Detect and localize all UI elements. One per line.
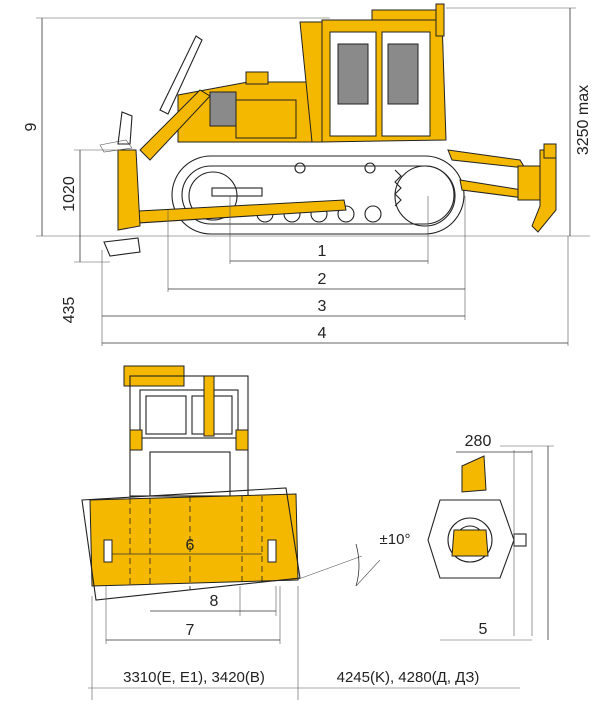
ripper-detail-view [427, 445, 554, 641]
length-label-4: 4 [318, 325, 327, 342]
cab-roof [371, 9, 445, 21]
blade-raised [117, 149, 141, 231]
push-arm [119, 199, 347, 225]
engine-hood [177, 71, 323, 143]
track-gauge-label: 8 [210, 593, 219, 610]
exhaust-pipe [435, 3, 445, 37]
length-label-2: 2 [318, 271, 327, 288]
front-view: 6 8 7 ±10° [81, 365, 411, 700]
ripper-offset-label: 280 [465, 433, 492, 450]
cab [299, 3, 447, 143]
radiator-grille [209, 91, 237, 127]
front-exhaust [203, 375, 215, 437]
cab-height-label: 3250 max [575, 85, 592, 155]
air-intake [245, 71, 269, 85]
height-label: 9 [23, 122, 40, 131]
blade-drop-label: 435 [61, 297, 78, 324]
blade-lowered [103, 237, 141, 257]
front-grille [149, 451, 231, 497]
length-label-1: 1 [318, 243, 327, 260]
rear-ripper [447, 143, 557, 233]
blade-tilted-outline [81, 487, 301, 601]
lift-cylinder [139, 89, 211, 161]
blade-top-edge [117, 111, 133, 145]
footer-width-right: 4245(K), 4280(Д, ДЗ) [337, 669, 480, 686]
rops-post [299, 21, 323, 143]
side-dimension-lines [36, 7, 576, 346]
track-assembly [171, 155, 465, 235]
blade-lift-label: 1020 [61, 176, 78, 212]
front-dimension-lines [91, 543, 381, 700]
length-label-3: 3 [318, 298, 327, 315]
ripper-depth-label: 5 [479, 621, 488, 638]
side-view: 9 1020 435 3250 max 1 2 3 4 [23, 3, 592, 346]
blade-width-label: 6 [186, 537, 195, 554]
front-cab [123, 365, 249, 497]
front-blade [81, 487, 301, 601]
tilt-angle-label: ±10° [380, 531, 411, 548]
footer-width-left: 3310(E, E1), 3420(B) [123, 669, 265, 686]
dozer-blade-side [99, 35, 347, 257]
track-width-label: 7 [186, 622, 195, 639]
